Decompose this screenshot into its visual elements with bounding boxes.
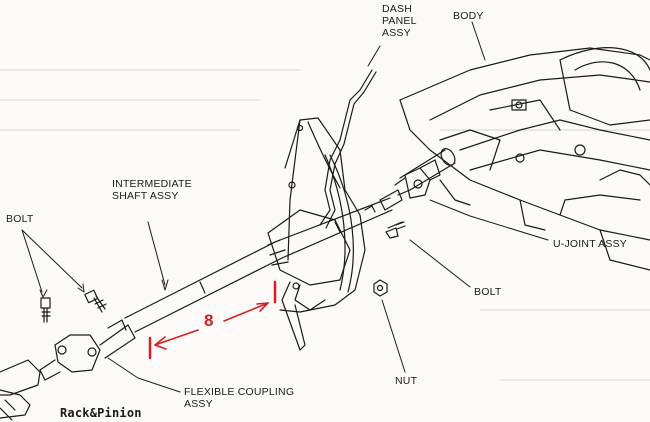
intermediate-shaft-arrowhead bbox=[161, 279, 169, 291]
page-bleed-through bbox=[0, 69, 650, 381]
dash-panel-plate bbox=[279, 117, 366, 313]
bolt-right-leader bbox=[409, 239, 471, 288]
flexible-coupling-part bbox=[39, 319, 136, 381]
bolt-left-leaders bbox=[21, 229, 85, 298]
dimension-arrow-right bbox=[223, 302, 269, 322]
label-bolt-left: BOLT bbox=[6, 213, 34, 225]
u-joint-part bbox=[379, 159, 441, 211]
intermediate-shaft bbox=[124, 197, 393, 333]
dimension-arrow-left bbox=[154, 329, 199, 346]
rack-pinion-stub bbox=[0, 359, 41, 421]
nut-part bbox=[373, 279, 406, 373]
label-rack-and-pinion: Rack&Pinion bbox=[60, 406, 142, 420]
bolt-right-part bbox=[385, 221, 406, 239]
label-flexible-coupling-assy: FLEXIBLE COUPLING ASSY bbox=[184, 386, 295, 410]
dash-boot-seal bbox=[267, 209, 351, 351]
label-dash-panel-assy: DASH PANEL ASSY bbox=[382, 3, 417, 39]
steering-column-body bbox=[399, 47, 650, 271]
label-intermediate-shaft-assy: INTERMEDIATE SHAFT ASSY bbox=[112, 178, 192, 202]
dimension-annotation bbox=[148, 280, 277, 360]
intermediate-shaft-leader bbox=[147, 221, 166, 286]
label-nut: NUT bbox=[395, 375, 418, 387]
label-bolt-right: BOLT bbox=[474, 286, 502, 298]
label-body: BODY bbox=[453, 10, 484, 22]
dimension-value: 8 bbox=[204, 311, 214, 330]
flexible-coupling-leader bbox=[107, 357, 181, 393]
bolt-left-parts bbox=[40, 289, 107, 323]
dimension-arrowhead-left bbox=[154, 336, 167, 350]
label-u-joint-assy: U-JOINT ASSY bbox=[553, 238, 627, 250]
u-joint-leader bbox=[429, 199, 549, 241]
dash-panel-leader-wire bbox=[319, 45, 381, 229]
body-leader bbox=[471, 21, 486, 61]
dimension-arrowhead-right bbox=[256, 302, 269, 312]
